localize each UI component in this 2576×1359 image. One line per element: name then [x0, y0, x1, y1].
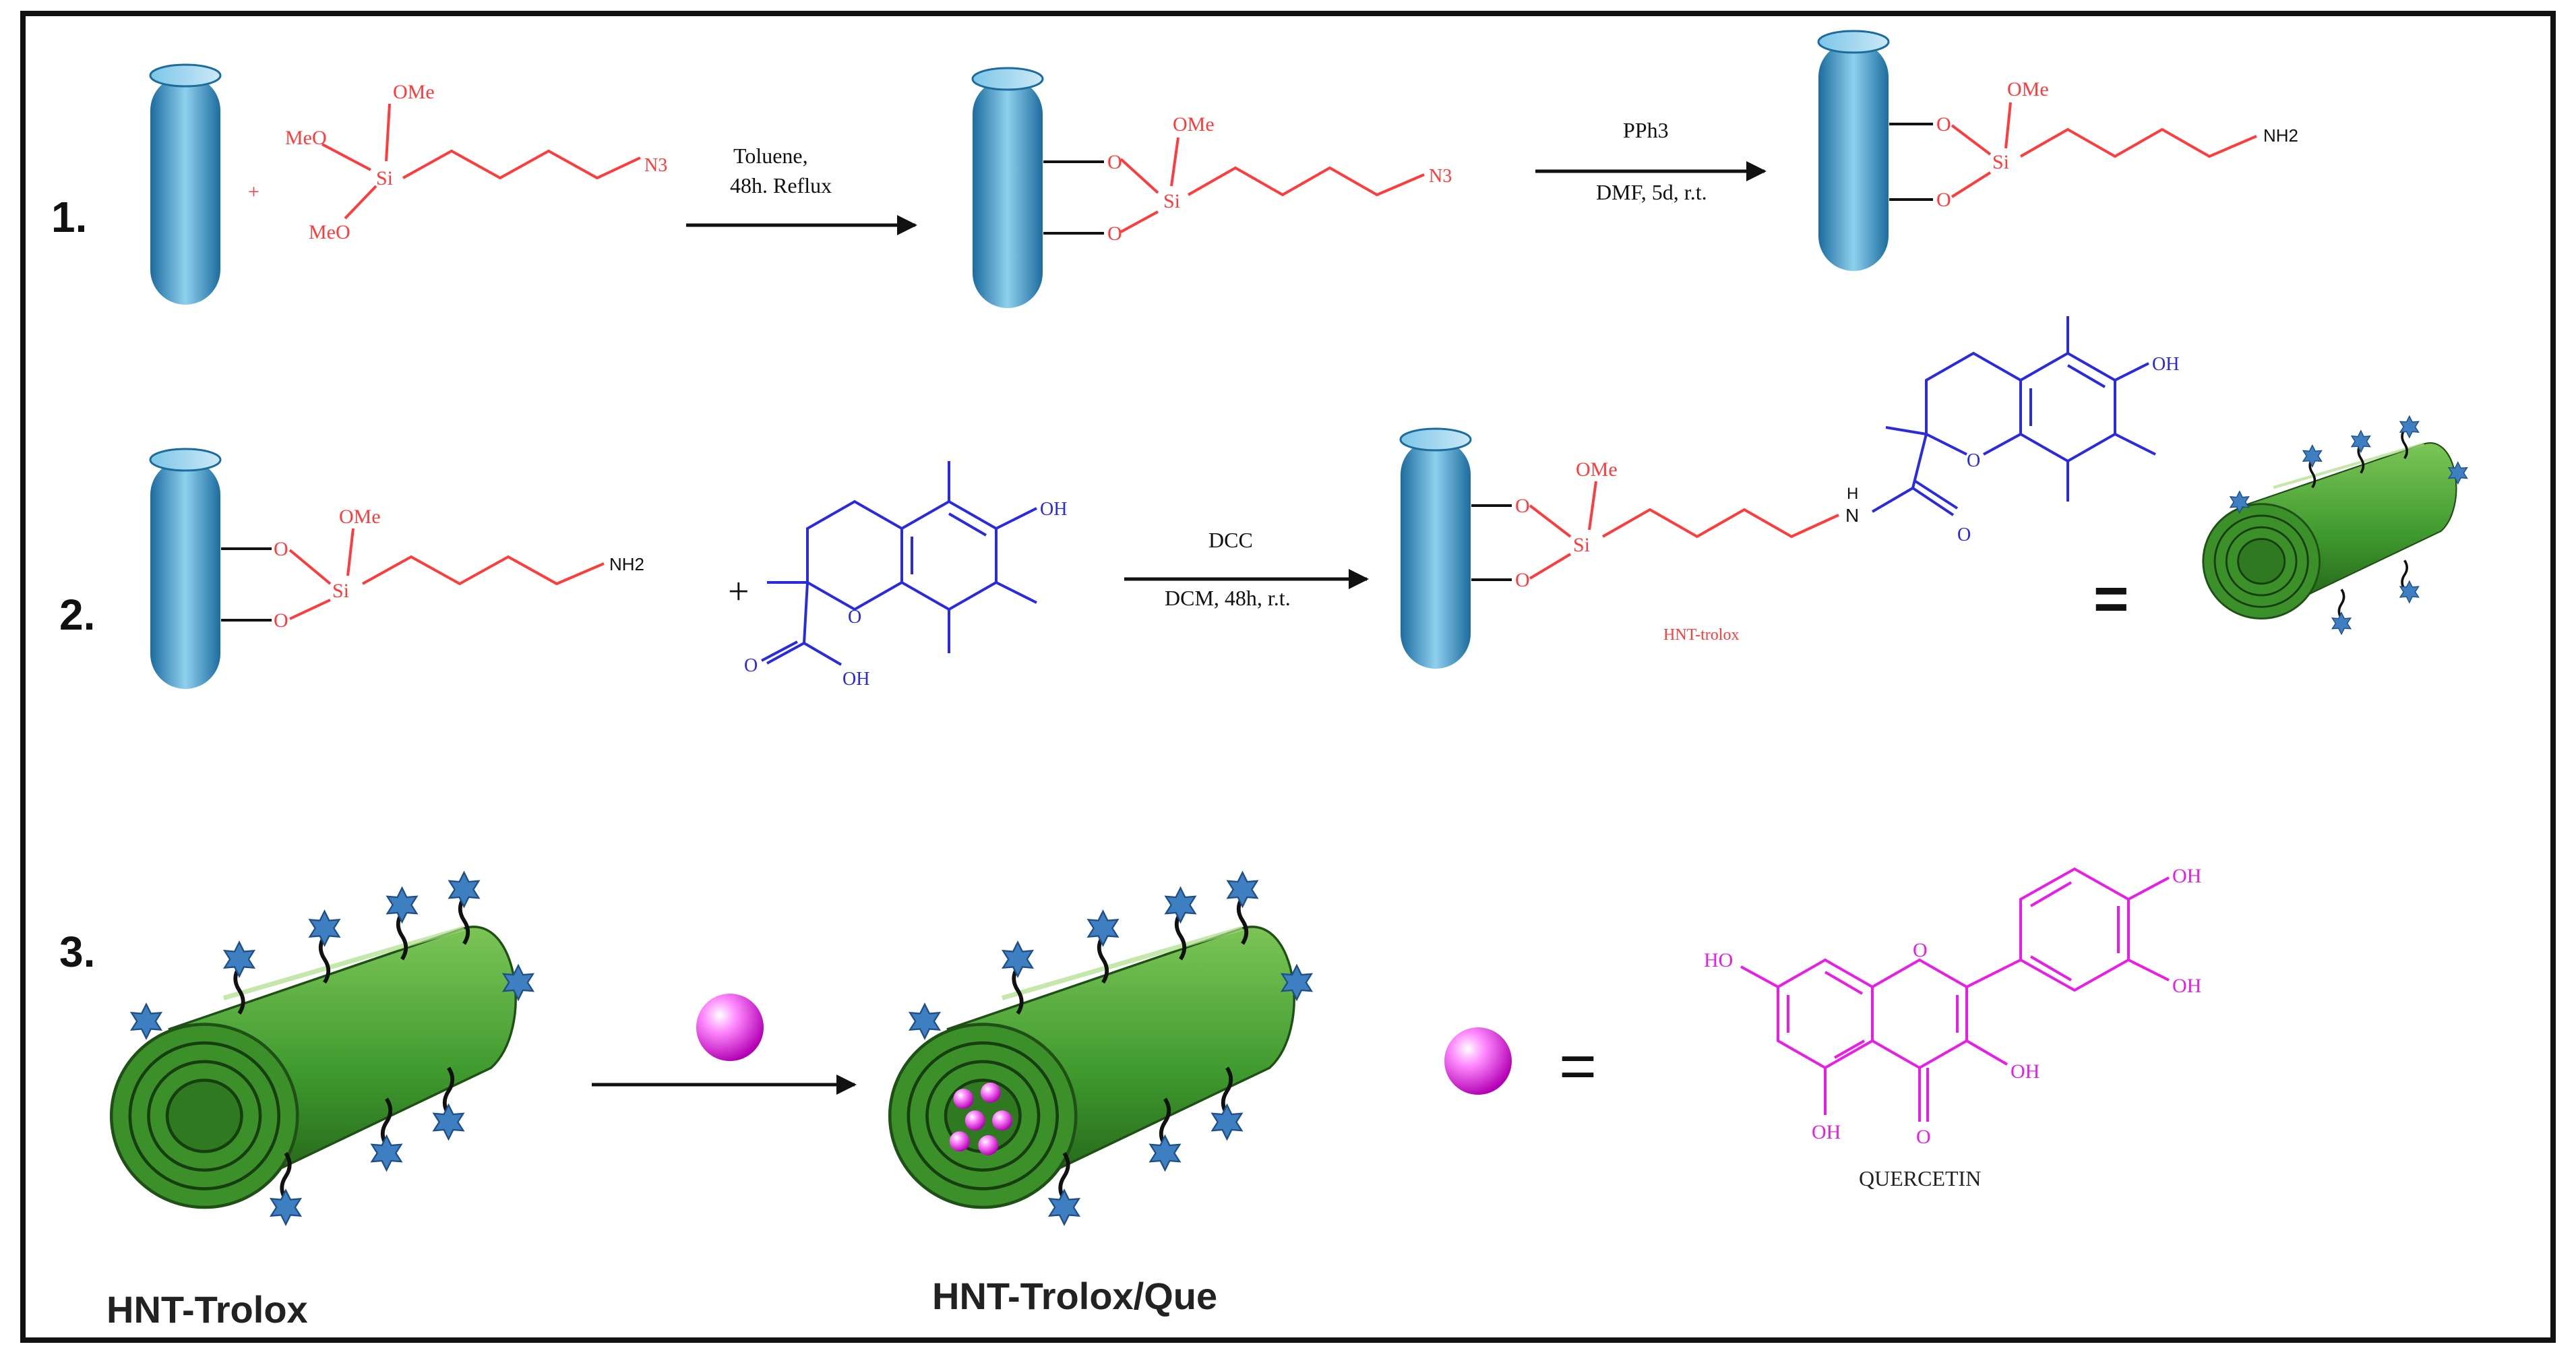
step-2: O O Si OMe NH2 + OH O O OH DCC DCM, 4: [149, 316, 2468, 690]
o-bottom-label: O: [274, 609, 288, 632]
oh-4-prime-label: OH: [2172, 865, 2201, 887]
step-3: HNT-Trolox: [106, 865, 2201, 1331]
n3-label: N3: [1429, 166, 1452, 187]
step-1-number: 1.: [51, 193, 87, 241]
linker-chain: [1529, 481, 1839, 580]
halloysite-tube-icon: [1399, 427, 1472, 670]
trolox-amide: [1871, 316, 2156, 516]
amide-h-label: H: [1847, 485, 1858, 503]
ho-7-label: HO: [1704, 949, 1733, 971]
hnt-trolox-que-cartoon-icon: [890, 872, 1312, 1226]
aminopropyl-chain: [288, 528, 605, 620]
oh-5-label: OH: [1812, 1121, 1841, 1143]
plus-sign: +: [248, 181, 259, 203]
equals-sign: =: [1559, 1030, 1597, 1102]
condition-reflux: 48h. Reflux: [730, 173, 832, 198]
diagram-frame: 1. 2. 3. + OMe MeO MeO Si N3 Toluene, 48…: [20, 11, 2556, 1343]
carbonyl-o-label: O: [744, 655, 758, 676]
trolox-molecule: [761, 461, 1037, 666]
si-label: Si: [332, 580, 349, 602]
o-top-label: O: [1936, 113, 1951, 135]
keto-o-label: O: [1916, 1126, 1931, 1148]
intermediate-bonds: [1043, 160, 1104, 235]
reaction-scheme: 1. 2. 3. + OMe MeO MeO Si N3 Toluene, 48…: [51, 30, 2468, 1331]
quercetin-sphere-icon: [1444, 1027, 1512, 1095]
oh-label: OH: [2152, 354, 2179, 375]
nh2-label: NH2: [2263, 125, 2298, 146]
halloysite-tube-icon: [149, 448, 222, 690]
si-label: Si: [1573, 534, 1590, 556]
meo-top-label: MeO: [285, 127, 327, 149]
o-top-label: O: [1515, 495, 1530, 517]
o-bottom-label: O: [1107, 222, 1122, 245]
ring-o-label: O: [1913, 939, 1928, 961]
ring-o-label: O: [1967, 450, 1980, 471]
oh-3-label: OH: [2011, 1060, 2040, 1083]
intermediate-silane-chain: [1120, 137, 1425, 233]
n3-label: N3: [644, 155, 667, 176]
amide-n-label: N: [1845, 505, 1859, 526]
ome-label: OMe: [339, 506, 381, 528]
loaded-quercetin-particles: [949, 1082, 1012, 1155]
si-label: Si: [1163, 190, 1180, 212]
quercetin-sphere-icon: [696, 994, 764, 1061]
oh-3-prime-label: OH: [2172, 975, 2201, 997]
step-1: + OMe MeO MeO Si N3 Toluene, 48h. Reflux: [149, 30, 2298, 309]
azido-silane-reagent: [321, 103, 641, 220]
ring-o-label: O: [848, 607, 861, 628]
plus-sign: +: [728, 571, 749, 613]
acid-oh-label: OH: [842, 669, 869, 690]
hnt-trolox-cartoon-icon: [111, 872, 534, 1226]
o-bottom-label: O: [1936, 189, 1951, 211]
hnt-trolox-cartoon-icon: [2203, 415, 2468, 635]
aminopropyl-chain: [1951, 102, 2257, 198]
halloysite-tube-icon: [1817, 30, 1890, 272]
meo-bottom-label: MeO: [309, 221, 350, 243]
o-bottom-label: O: [1515, 569, 1530, 591]
product-bonds: [1889, 123, 1933, 201]
si-label: Si: [376, 167, 393, 189]
quercetin-name-label: QUERCETIN: [1859, 1166, 1981, 1190]
hnt-trolox-label: HNT-Trolox: [106, 1288, 308, 1331]
o-top-label: O: [274, 538, 288, 560]
step-3-number: 3.: [59, 928, 95, 976]
product-name-label: HNT-trolox: [1663, 626, 1739, 644]
condition-pph3: PPh3: [1623, 118, 1669, 142]
halloysite-tube-icon: [149, 63, 222, 306]
amide-o-label: O: [1957, 524, 1971, 545]
o-top-label: O: [1107, 151, 1122, 173]
ome-label: OMe: [1173, 113, 1215, 135]
nh2-label: NH2: [609, 554, 644, 574]
condition-toluene: Toluene,: [733, 144, 808, 168]
quercetin-molecule: [1740, 867, 2170, 1122]
ome-label: OMe: [2007, 78, 2049, 100]
halloysite-tube-icon: [971, 67, 1044, 309]
si-label: Si: [1992, 151, 2009, 173]
equals-sign: =: [2093, 566, 2129, 633]
ome-label: OMe: [1576, 458, 1618, 481]
condition-dcm: DCM, 48h, r.t.: [1165, 586, 1291, 610]
condition-dmf: DMF, 5d, r.t.: [1596, 180, 1707, 204]
oh-label: OH: [1040, 499, 1067, 520]
condition-dcc: DCC: [1208, 528, 1253, 552]
step-2-number: 2.: [59, 591, 95, 639]
hnt-trolox-que-label: HNT-Trolox/Que: [932, 1275, 1217, 1317]
ome-label: OMe: [393, 81, 435, 103]
